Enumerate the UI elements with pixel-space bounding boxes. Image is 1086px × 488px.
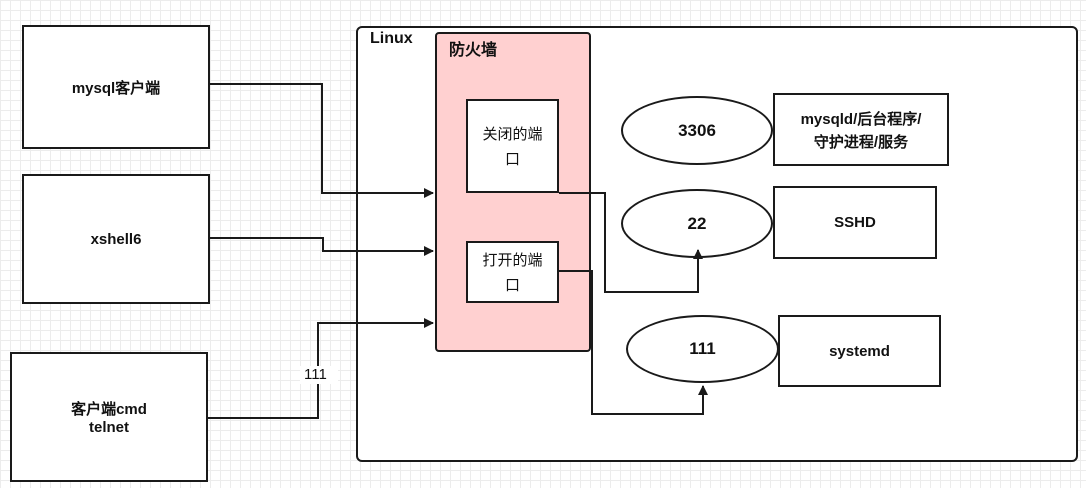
sshd-service-label: SSHD <box>834 214 876 231</box>
xshell-client-box: xshell6 <box>22 174 210 304</box>
xshell-client-label: xshell6 <box>90 230 142 248</box>
edge-label-111: 111 <box>304 366 327 383</box>
port-3306-ellipse: 3306 <box>621 96 773 165</box>
linux-title: Linux <box>370 30 413 47</box>
mysqld-service-label-line2: 守护进程/服务 <box>813 133 909 151</box>
firewall-title: 防火墙 <box>449 42 498 59</box>
systemd-service-label: systemd <box>829 342 890 360</box>
mysql-client-label: mysql客户端 <box>71 79 161 97</box>
open-port-label-line2: 口 <box>504 277 520 294</box>
port-3306-label: 3306 <box>678 120 716 140</box>
closed-port-label-line1: 关闭的端 <box>482 126 543 143</box>
mysqld-service-box: mysqld/后台程序/ 守护进程/服务 <box>773 93 949 166</box>
mysqld-service-label-line1: mysqld/后台程序/ <box>800 110 922 128</box>
closed-port-box: 关闭的端 口 <box>466 99 559 193</box>
sshd-service-box: SSHD <box>773 186 937 259</box>
port-22-ellipse: 22 <box>621 189 773 258</box>
port-111-label: 111 <box>689 339 716 358</box>
open-port-label-line1: 打开的端 <box>482 252 543 269</box>
cmd-client-label-line1: 客户端cmd <box>71 401 147 418</box>
systemd-service-box: systemd <box>778 315 941 387</box>
cmd-client-box: 客户端cmd telnet <box>10 352 208 482</box>
port-22-label: 22 <box>687 213 707 233</box>
cmd-client-label-line2: telnet <box>88 419 129 436</box>
mysql-client-box: mysql客户端 <box>22 25 210 149</box>
open-port-box: 打开的端 口 <box>466 241 559 303</box>
closed-port-label-line2: 口 <box>504 151 520 168</box>
port-111-ellipse: 111 <box>626 315 779 383</box>
